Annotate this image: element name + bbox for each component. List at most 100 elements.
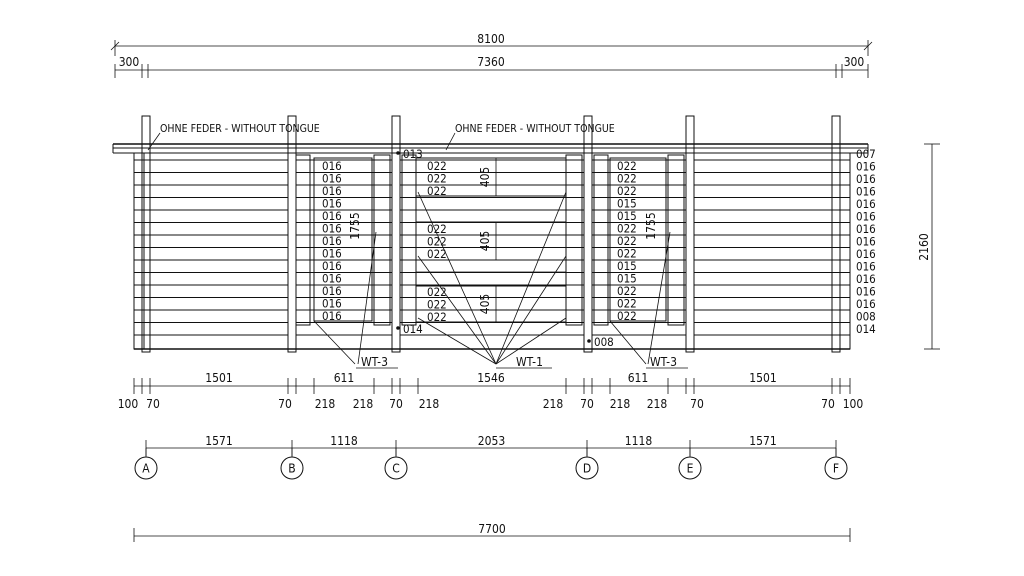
axis-span-value: 1118 (330, 434, 358, 448)
axis-bubble (134, 456, 158, 480)
dim-row2-value: 100 (118, 397, 139, 411)
log-code-edge: 016 (856, 285, 876, 299)
dim-row2-value: 218 (419, 397, 440, 411)
log-code-edge: 016 (856, 247, 876, 261)
dim-overall-bottom: 7700 (133, 522, 851, 542)
axis-label: F (833, 462, 839, 476)
log-code-edge: 008 (856, 310, 876, 324)
axis-bubbles: A B C D E F (134, 448, 848, 480)
log-code-left: 016 (322, 222, 342, 236)
wall-corners (133, 115, 851, 353)
log-code-left: 016 (322, 159, 342, 173)
axis-bubble (280, 456, 304, 480)
note-without-tongue-left: OHNE FEDER - WITHOUT TONGUE (147, 123, 320, 151)
marker-013: 013 (396, 147, 423, 161)
log-code-left: 016 (322, 184, 342, 198)
note-without-tongue-center: OHNE FEDER - WITHOUT TONGUE (445, 123, 615, 151)
log-code-right: 022 (617, 284, 637, 298)
dim-sub-top: 300 7360 300 (114, 55, 869, 78)
log-code-left: 016 (322, 197, 342, 211)
dim-row1-value: 611 (628, 371, 649, 385)
center-h2-text: 405 (478, 231, 492, 252)
log-code-center: 022 (427, 298, 447, 312)
log-code-right: 015 (617, 197, 637, 211)
axis-label: C (392, 462, 400, 476)
axis-label: B (288, 462, 295, 476)
log-code-edge: 016 (856, 272, 876, 286)
dim-row1-value: 1501 (205, 371, 232, 385)
dim-row2-value: 70 (690, 397, 704, 411)
opening-left (313, 157, 373, 322)
dim-row2-value: 218 (610, 397, 631, 411)
log-code-center: 022 (427, 172, 447, 186)
dim-row2-value: 70 (278, 397, 292, 411)
log-code-right: 022 (617, 247, 637, 261)
log-code-edge: 016 (856, 297, 876, 311)
axis-bubble (678, 456, 702, 480)
marker-008: 008 (587, 335, 614, 349)
dim-height-right: 2160 (917, 143, 940, 350)
log-courses (134, 159, 850, 336)
log-code-right: 015 (617, 259, 637, 273)
note-left-text: OHNE FEDER - WITHOUT TONGUE (160, 123, 320, 135)
center-h1-text: 405 (478, 167, 492, 188)
dim-row2-value: 100 (843, 397, 864, 411)
center-h3-text: 405 (478, 294, 492, 315)
log-code-right: 022 (617, 159, 637, 173)
log-code-edge: 016 (856, 172, 876, 186)
log-code-center: 022 (427, 222, 447, 236)
log-code-right: 022 (617, 234, 637, 248)
log-code-edge: 016 (856, 210, 876, 224)
wall-elevation (112, 115, 869, 353)
axis-label: E (687, 462, 694, 476)
log-code-left: 016 (322, 172, 342, 186)
dim-row2-value: 70 (821, 397, 835, 411)
tag-wt3-right-text: WT-3 (650, 355, 677, 369)
log-code-right: 015 (617, 209, 637, 223)
leader-lines (313, 191, 671, 365)
axis-span-value: 1118 (625, 434, 653, 448)
log-code-right: 022 (617, 222, 637, 236)
tag-wt1-center-text: WT-1 (516, 355, 543, 369)
log-code-center: 022 (427, 159, 447, 173)
dim-overall-top: 8100 (110, 32, 873, 56)
dim-row2-value: 218 (647, 397, 668, 411)
log-code-left: 016 (322, 209, 342, 223)
log-code-edge: 016 (856, 160, 876, 174)
dim-row2-value: 218 (315, 397, 336, 411)
log-code-edge: 016 (856, 260, 876, 274)
axis-label: A (142, 462, 150, 476)
dim-row2-value: 70 (580, 397, 594, 411)
axis-bubble (575, 456, 599, 480)
opening-right (609, 157, 667, 322)
dim-row1-value: 1501 (749, 371, 776, 385)
marker-013-text: 013 (403, 147, 423, 161)
log-code-edge: 016 (856, 235, 876, 249)
log-code-right: 022 (617, 172, 637, 186)
log-code-center: 022 (427, 184, 447, 198)
height-right-text: 1755 (644, 212, 658, 239)
tag-wt3-left-text: WT-3 (361, 355, 388, 369)
axis-label: D (583, 462, 591, 476)
dim-height-right-text: 2160 (917, 233, 931, 261)
log-code-left: 016 (322, 309, 342, 323)
tag-wt1-center: WT-1 (496, 355, 552, 369)
log-code-left: 016 (322, 247, 342, 261)
dim-row2-value: 218 (353, 397, 374, 411)
dim-row2-value: 218 (543, 397, 564, 411)
marker-014: 014 (396, 322, 423, 336)
axis-span-value: 1571 (205, 434, 232, 448)
dim-side-right-text: 300 (844, 55, 865, 69)
axis-span-value: 1571 (749, 434, 776, 448)
opening-center (415, 157, 567, 323)
log-code-edge: 014 (856, 322, 876, 336)
codes-edge-column: 0070160160160160160160160160160160160160… (856, 147, 876, 336)
jamb-details (295, 154, 685, 326)
dim-overall-bottom-text: 7700 (478, 522, 506, 536)
